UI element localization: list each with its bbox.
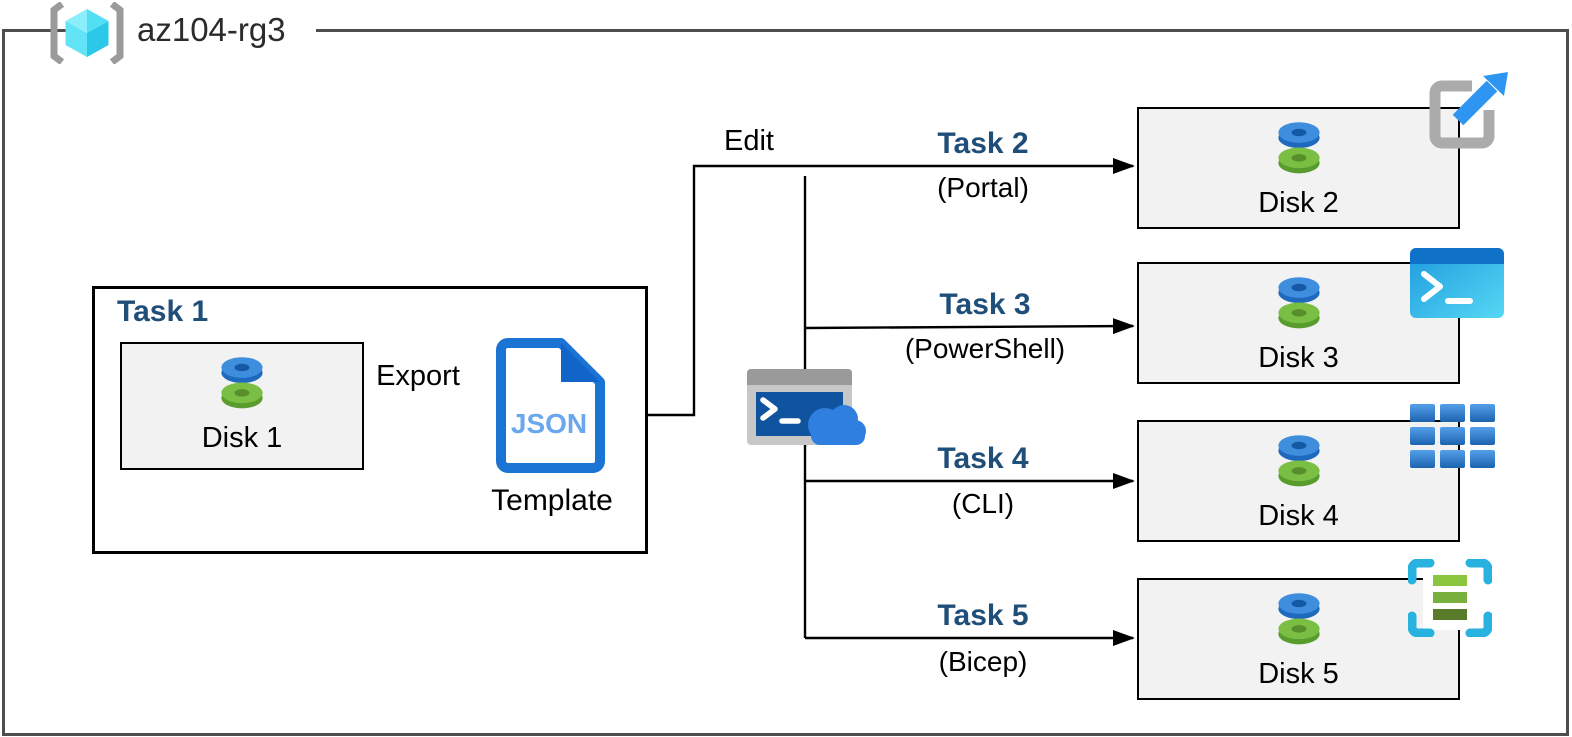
powershell-icon xyxy=(1410,248,1504,323)
disk1-card: Disk 1 xyxy=(120,342,364,470)
resource-group-icon xyxy=(50,1,124,65)
task5-method-label: (Bicep) xyxy=(938,646,1028,677)
disk1-label: Disk 1 xyxy=(201,422,283,454)
task4-method-label: (CLI) xyxy=(951,488,1015,519)
disk3-card: Disk 3 xyxy=(1137,262,1460,384)
task2-method-label: (Portal) xyxy=(937,172,1029,203)
disk2-label: Disk 2 xyxy=(1258,187,1339,219)
disk3-label: Disk 3 xyxy=(1258,342,1339,374)
managed-disk-icon xyxy=(212,352,272,419)
cloud-shell-icon xyxy=(745,365,869,454)
bicep-icon xyxy=(1407,558,1493,642)
json-doc-text: JSON xyxy=(511,408,587,439)
disk4-card: Disk 4 xyxy=(1137,420,1460,542)
resource-group-frame xyxy=(2,29,1569,736)
azure-cli-icon xyxy=(1410,404,1496,473)
task3-label: Task 3 xyxy=(939,288,1031,321)
task2-label: Task 2 xyxy=(937,127,1029,160)
edit-label: Edit xyxy=(724,125,774,157)
managed-disk-icon xyxy=(1269,117,1329,184)
disk4-label: Disk 4 xyxy=(1258,500,1339,532)
managed-disk-icon xyxy=(1269,588,1329,655)
disk5-label: Disk 5 xyxy=(1258,658,1339,690)
disk2-card: Disk 2 xyxy=(1137,107,1460,229)
template-label: Template xyxy=(491,484,613,517)
task5-label: Task 5 xyxy=(937,599,1029,632)
resource-group-title: az104-rg3 xyxy=(137,11,286,48)
task4-label: Task 4 xyxy=(937,442,1029,475)
export-label: Export xyxy=(376,360,460,392)
json-template-icon: JSON xyxy=(495,338,608,478)
frame-title-gap xyxy=(80,27,316,36)
task1-label: Task 1 xyxy=(117,295,209,328)
managed-disk-icon xyxy=(1269,272,1329,339)
disk5-card: Disk 5 xyxy=(1137,578,1460,700)
task3-method-label: (PowerShell) xyxy=(904,333,1066,364)
managed-disk-icon xyxy=(1269,430,1329,497)
azure-portal-icon xyxy=(1416,70,1512,163)
